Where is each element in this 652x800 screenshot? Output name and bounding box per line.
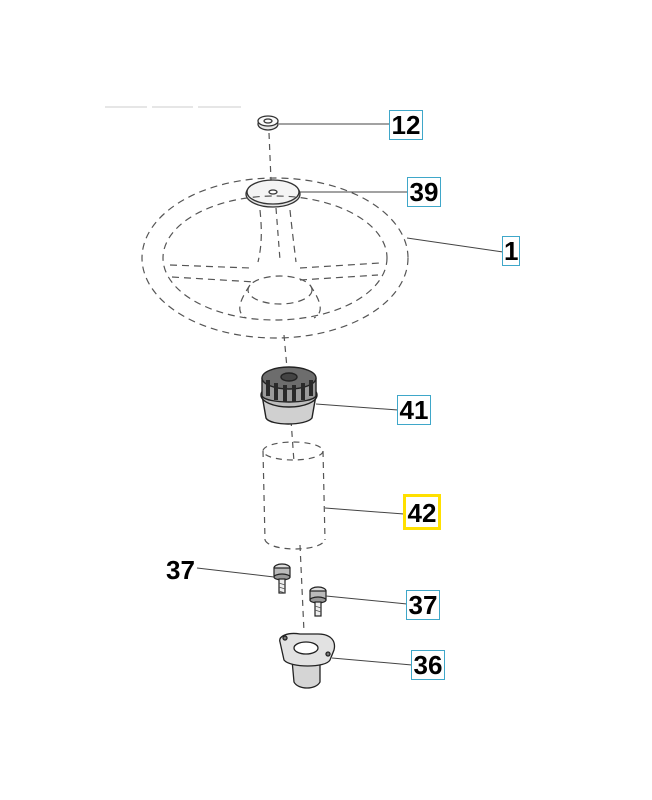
nut-part [257, 115, 279, 131]
bolt-left-part [273, 563, 291, 594]
bearing-flange-part [279, 632, 336, 689]
callout-36: 36 [411, 650, 445, 680]
callout-42-highlighted: 42 [403, 494, 441, 530]
column-cover-part [262, 441, 326, 550]
callout-39: 39 [407, 177, 441, 207]
callout-37-left: 37 [166, 555, 195, 585]
callout-37-right: 37 [406, 590, 440, 620]
hub-adapter-part [260, 366, 318, 425]
callout-12: 12 [389, 110, 423, 140]
bolt-right-part [309, 586, 327, 617]
callout-1: 1 [502, 236, 520, 266]
assembly-axis [268, 132, 305, 633]
callout-41: 41 [397, 395, 431, 425]
washer-part [245, 179, 301, 208]
leader-lines [196, 123, 504, 666]
steering-wheel-part [141, 177, 409, 339]
